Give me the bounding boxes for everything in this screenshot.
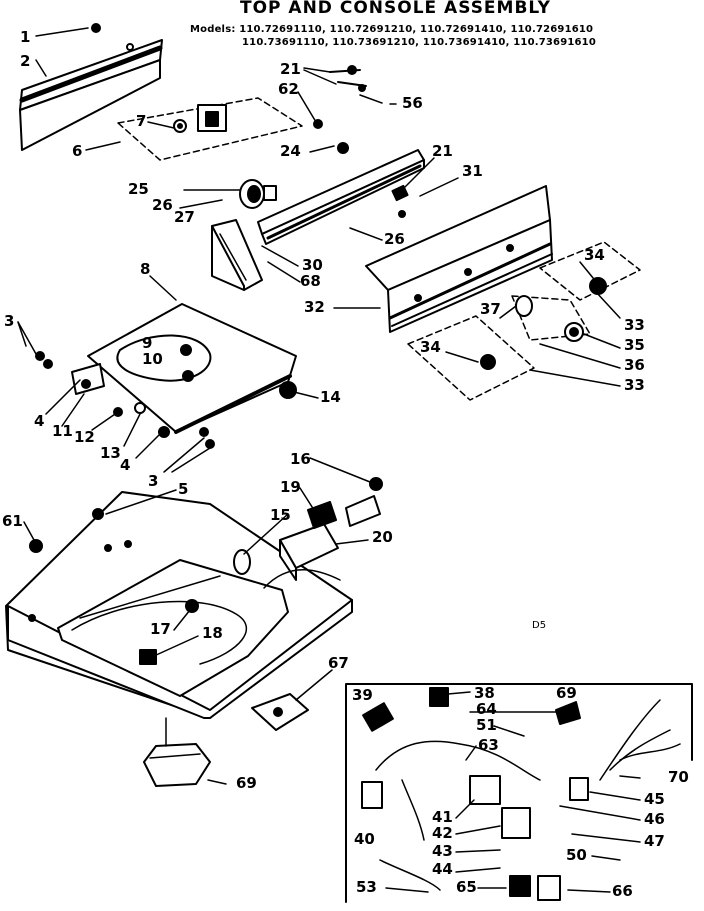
callout-6: 6 xyxy=(72,142,83,160)
callout-13: 13 xyxy=(100,444,121,462)
callout-17: 17 xyxy=(150,620,171,638)
callout-34: 34 xyxy=(420,338,441,356)
callout-69: 69 xyxy=(236,774,257,792)
callout-30: 30 xyxy=(302,256,323,274)
callout-70: 70 xyxy=(668,768,689,786)
callout-3: 3 xyxy=(148,472,159,490)
callout-33: 33 xyxy=(624,316,645,334)
callout-7: 7 xyxy=(136,112,147,130)
plug-5 xyxy=(92,508,104,520)
lid-switch-parts xyxy=(233,477,383,589)
callout-65: 65 xyxy=(456,878,477,896)
callout-35: 35 xyxy=(624,336,645,354)
callout-47: 47 xyxy=(644,832,665,850)
callout-27: 27 xyxy=(174,208,195,226)
callout-24: 24 xyxy=(280,142,301,160)
diagram-title: TOP AND CONSOLE ASSEMBLY xyxy=(240,0,551,18)
bin-69 xyxy=(143,743,211,787)
callout-36: 36 xyxy=(624,356,645,374)
foot-67-hole xyxy=(273,707,283,717)
callout-16: 16 xyxy=(290,450,311,468)
callout-26: 26 xyxy=(384,230,405,248)
top-bracket-panel xyxy=(19,23,163,151)
leader-lines xyxy=(17,27,641,893)
callout-26: 26 xyxy=(152,196,173,214)
control-area-33 xyxy=(407,241,641,401)
callout-10: 10 xyxy=(142,350,163,368)
callout-31: 31 xyxy=(462,162,483,180)
console-panel-32 xyxy=(365,185,553,333)
callout-43: 43 xyxy=(432,842,453,860)
callout-42: 42 xyxy=(432,824,453,842)
callout-64: 64 xyxy=(476,700,497,718)
callout-19: 19 xyxy=(280,478,301,496)
washer-top-main xyxy=(5,491,353,719)
callout-20: 20 xyxy=(372,528,393,546)
callout-63: 63 xyxy=(478,736,499,754)
callout-34: 34 xyxy=(584,246,605,264)
callout-39: 39 xyxy=(352,686,373,704)
callout-32: 32 xyxy=(304,298,325,316)
callout-8: 8 xyxy=(140,260,151,278)
callout-53: 53 xyxy=(356,878,377,896)
lid-8 xyxy=(71,303,297,434)
callout-5: 5 xyxy=(178,480,189,498)
switch-mount-area xyxy=(117,97,303,161)
callout-37: 37 xyxy=(480,300,501,318)
callout-4: 4 xyxy=(34,412,45,430)
callout-21: 21 xyxy=(432,142,453,160)
callout-68: 68 xyxy=(300,272,321,290)
plug-61 xyxy=(29,539,43,553)
page-reference: D5 xyxy=(532,620,547,631)
callout-40: 40 xyxy=(354,830,375,848)
callout-50: 50 xyxy=(566,846,587,864)
callout-45: 45 xyxy=(644,790,665,808)
callout-15: 15 xyxy=(270,506,291,524)
callout-62: 62 xyxy=(278,80,299,98)
hinge-parts xyxy=(35,351,215,449)
callout-25: 25 xyxy=(128,180,149,198)
timer-knob-25 xyxy=(239,179,277,209)
callout-69: 69 xyxy=(556,684,577,702)
callout-1: 1 xyxy=(20,28,31,46)
callout-3: 3 xyxy=(4,312,15,330)
callout-2: 2 xyxy=(20,52,31,70)
callout-46: 46 xyxy=(644,810,665,828)
callout-38: 38 xyxy=(474,684,495,702)
harness-box xyxy=(345,683,693,903)
bracket-27 xyxy=(211,219,263,291)
callout-11: 11 xyxy=(52,422,73,440)
model-numbers-line-1: Models: 110.72691110, 110.72691210, 110.… xyxy=(190,24,594,35)
callout-44: 44 xyxy=(432,860,453,878)
callout-18: 18 xyxy=(202,624,223,642)
model-numbers-line-2: 110.73691110, 110.73691210, 110.73691410… xyxy=(242,37,596,48)
screws-21-56 xyxy=(313,65,383,154)
callout-41: 41 xyxy=(432,808,453,826)
callout-33: 33 xyxy=(624,376,645,394)
console-rail-31 xyxy=(257,149,425,245)
callout-51: 51 xyxy=(476,716,497,734)
callout-9: 9 xyxy=(142,334,153,352)
callout-21: 21 xyxy=(280,60,301,78)
callout-66: 66 xyxy=(612,882,633,900)
callout-14: 14 xyxy=(320,388,341,406)
callout-61: 61 xyxy=(2,512,23,530)
callout-56: 56 xyxy=(402,94,423,112)
callout-4: 4 xyxy=(120,456,131,474)
callout-67: 67 xyxy=(328,654,349,672)
callout-12: 12 xyxy=(74,428,95,446)
